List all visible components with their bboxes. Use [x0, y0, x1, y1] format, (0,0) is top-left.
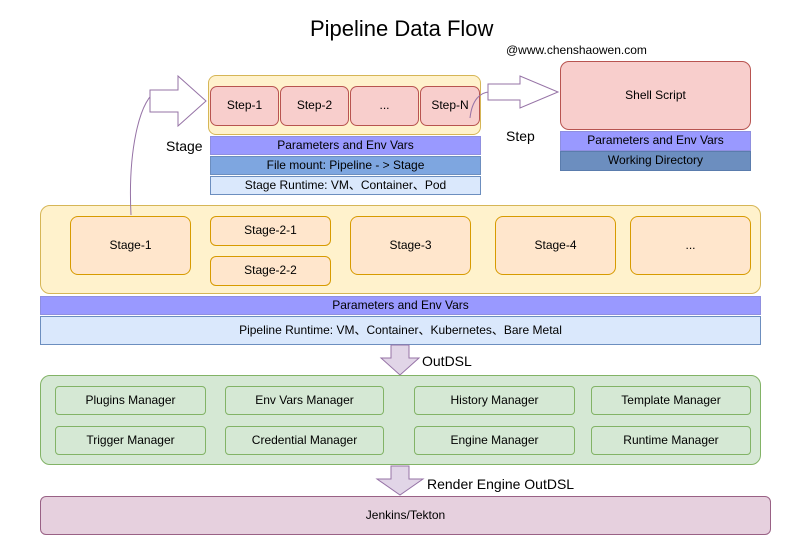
render-down-arrow — [375, 465, 425, 496]
stage-3-box[interactable]: Stage-3 — [350, 216, 471, 275]
step-expand-arrow — [487, 75, 560, 109]
trigger-manager-box[interactable]: Trigger Manager — [55, 426, 206, 455]
stage-2-2-box[interactable]: Stage-2-2 — [210, 256, 331, 286]
stage-runtime-bar: Stage Runtime: VM、Container、Pod — [210, 176, 481, 195]
working-directory-bar: Working Directory — [560, 151, 751, 171]
runtime-manager-box[interactable]: Runtime Manager — [591, 426, 751, 455]
pipeline-params-bar: Parameters and Env Vars — [40, 296, 761, 315]
engine-manager-box[interactable]: Engine Manager — [414, 426, 575, 455]
pipeline-runtime-bar: Pipeline Runtime: VM、Container、Kubernete… — [40, 316, 761, 345]
template-manager-box[interactable]: Template Manager — [591, 386, 751, 415]
step-label: Step — [506, 128, 535, 144]
env-vars-manager-box[interactable]: Env Vars Manager — [225, 386, 384, 415]
step-1-box[interactable]: Step-1 — [210, 86, 279, 126]
engine-bar: Jenkins/Tekton — [40, 496, 771, 535]
page-title: Pipeline Data Flow — [310, 16, 494, 41]
step-ellipsis-box[interactable]: ... — [350, 86, 419, 126]
stage-1-box[interactable]: Stage-1 — [70, 216, 191, 275]
stage-expand-arrow — [149, 74, 207, 128]
step-n-box[interactable]: Step-N — [420, 86, 480, 126]
step-params-bar: Parameters and Env Vars — [560, 131, 751, 151]
stage-4-box[interactable]: Stage-4 — [495, 216, 616, 275]
outdsl-down-arrow — [379, 344, 421, 376]
stage-2-1-box[interactable]: Stage-2-1 — [210, 216, 331, 246]
step-2-box[interactable]: Step-2 — [280, 86, 349, 126]
plugins-manager-box[interactable]: Plugins Manager — [55, 386, 206, 415]
render-engine-label: Render Engine OutDSL — [427, 476, 575, 492]
stage-params-bar: Parameters and Env Vars — [210, 136, 481, 155]
credential-manager-box[interactable]: Credential Manager — [225, 426, 384, 455]
credit-text: @www.chenshaowen.com — [506, 43, 647, 57]
shell-script-box[interactable]: Shell Script — [560, 61, 751, 130]
stage-ellipsis-box[interactable]: ... — [630, 216, 751, 275]
stage-1-connector-line — [130, 89, 159, 216]
outdsl-label: OutDSL — [422, 353, 472, 369]
stage-file-mount-bar: File mount: Pipeline - > Stage — [210, 156, 481, 175]
stage-label: Stage — [166, 138, 203, 154]
history-manager-box[interactable]: History Manager — [414, 386, 575, 415]
